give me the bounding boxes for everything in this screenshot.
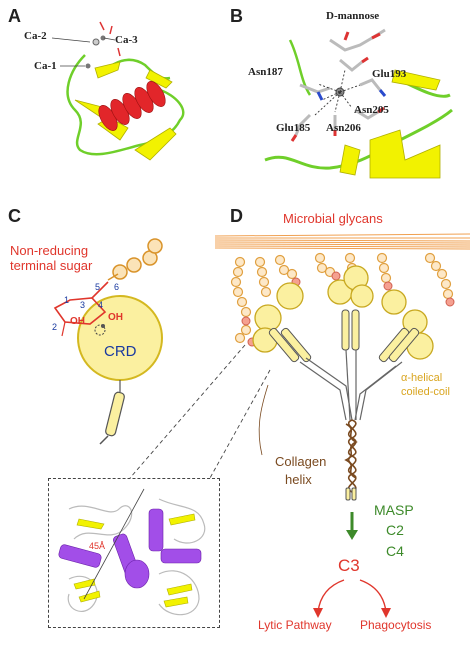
d-mannose-label: D-mannose bbox=[326, 10, 380, 22]
ring-number-1: 1 bbox=[64, 295, 70, 305]
non-reducing-label: Non-reducing bbox=[10, 243, 89, 258]
c3-label: C3 bbox=[338, 556, 360, 575]
ring-number-3: 3 bbox=[80, 300, 86, 310]
panel-b-letter: B bbox=[230, 6, 243, 26]
ca3-label: Ca-3 bbox=[115, 34, 138, 46]
alpha-helix-red bbox=[98, 81, 166, 131]
c2-label: C2 bbox=[386, 522, 404, 538]
collagen-helix-coil bbox=[344, 419, 358, 493]
panel-a-letter: A bbox=[8, 6, 21, 26]
microbial-glycans-label: Microbial glycans bbox=[283, 211, 383, 226]
neck-stalk bbox=[105, 391, 125, 437]
panel-c-letter: C bbox=[8, 206, 21, 226]
terminal-sugar-label: terminal sugar bbox=[10, 258, 93, 273]
ca1-label: Ca-1 bbox=[34, 60, 57, 72]
lytic-pathway-label: Lytic Pathway bbox=[258, 618, 332, 632]
ring-number-6: 6 bbox=[114, 282, 120, 292]
oh-label-1: OH bbox=[70, 316, 85, 327]
ring-number-4: 4 bbox=[98, 300, 104, 310]
glu193-label: Glu193 bbox=[372, 68, 407, 80]
crd-label: CRD bbox=[104, 343, 137, 360]
asn205-label: Asn205 bbox=[354, 104, 389, 116]
ca2-label: Ca-2 bbox=[24, 30, 47, 42]
helical-label-line2: coiled-coil bbox=[401, 386, 450, 398]
phagocytosis-label: Phagocytosis bbox=[360, 618, 432, 632]
c4-label: C4 bbox=[386, 543, 404, 559]
ring-number-5: 5 bbox=[95, 282, 101, 292]
helical-label-line1: α-helical bbox=[401, 372, 443, 384]
glu185-label: Glu185 bbox=[276, 122, 311, 134]
masp-label: MASP bbox=[374, 502, 414, 518]
asn187-label: Asn187 bbox=[248, 66, 283, 78]
trimer-inset-box: 45Å bbox=[48, 478, 220, 628]
inset-distance-label: 45Å bbox=[89, 541, 106, 551]
ring-number-2: 2 bbox=[52, 322, 58, 332]
asn206-label: Asn206 bbox=[326, 122, 361, 134]
collagen-label-line1: Collagen bbox=[275, 454, 327, 469]
microbial-surface bbox=[214, 233, 471, 250]
panel-d-letter: D bbox=[230, 206, 243, 226]
collagen-label-line2: helix bbox=[285, 472, 312, 487]
oh-label-2: OH bbox=[108, 312, 123, 323]
trimer-structure bbox=[58, 488, 206, 616]
